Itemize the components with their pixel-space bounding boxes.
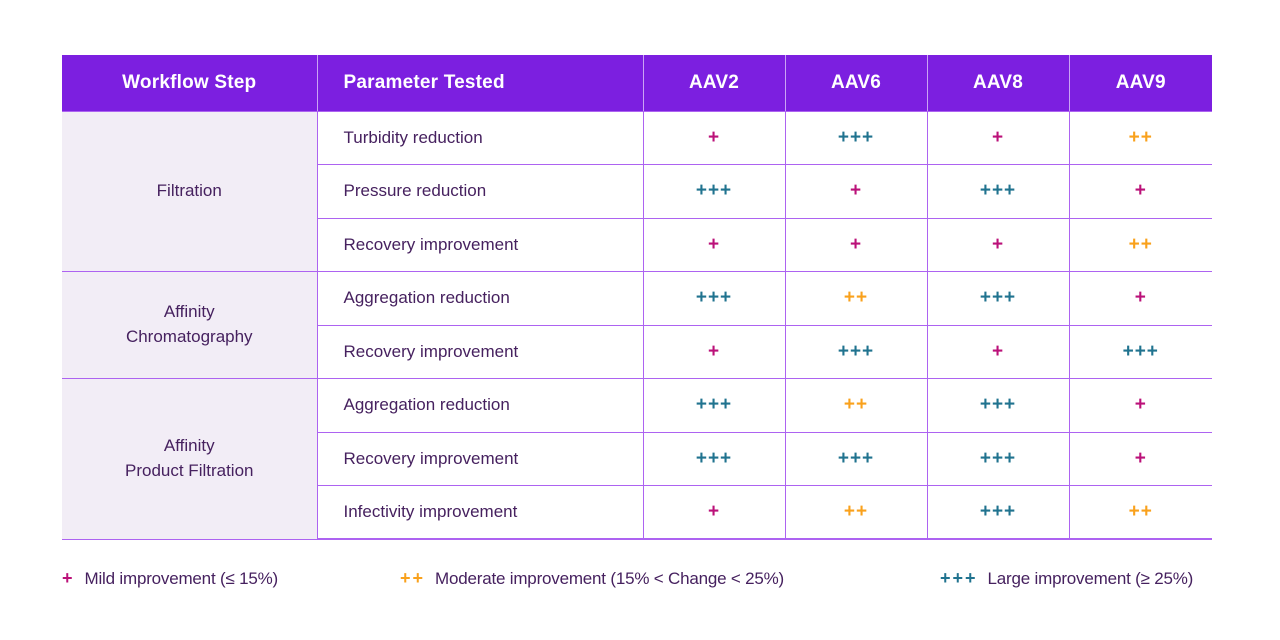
legend-label-mild: Mild improvement (≤ 15%) [84,569,279,588]
col-header-aav2: AAV2 [642,55,786,112]
legend-item-mild: + Mild improvement (≤ 15%) [62,568,278,589]
rating-cell-moderate: ++ [784,271,928,326]
workflow-step-cell: Affinity Chromatography [62,271,318,379]
legend-symbol-large: +++ [940,568,978,588]
rating-cell-moderate: ++ [1068,217,1212,272]
rating-cell-large: +++ [642,378,786,433]
legend-label-moderate: Moderate improvement (15% < Change < 25%… [435,569,785,588]
parameter-cell: Aggregation reduction [316,271,644,326]
legend-symbol-mild: + [62,568,75,588]
legend-item-large: +++ Large improvement (≥ 25%) [940,568,1193,589]
rating-cell-mild: + [642,217,786,272]
rating-cell-large: +++ [784,110,928,165]
table-header: Workflow Step Parameter Tested AAV2 AAV6… [62,55,1212,112]
workflow-step-cell: Affinity Product Filtration [62,378,318,540]
rating-cell-mild: + [1068,164,1212,219]
rating-cell-large: +++ [926,485,1070,540]
parameter-cell: Recovery improvement [316,324,644,379]
rating-cell-large: +++ [642,271,786,326]
rating-cell-moderate: ++ [784,485,928,540]
rating-cell-large: +++ [926,164,1070,219]
rating-cell-mild: + [1068,378,1212,433]
parameter-cell: Recovery improvement [316,431,644,486]
legend-symbol-moderate: ++ [400,568,426,588]
rating-cell-moderate: ++ [1068,110,1212,165]
col-header-workflow-step: Workflow Step [62,55,318,112]
rating-cell-large: +++ [784,324,928,379]
aav-comparison-table: Workflow Step Parameter Tested AAV2 AAV6… [62,55,1212,540]
rating-cell-mild: + [784,164,928,219]
rating-cell-large: +++ [642,431,786,486]
rating-cell-moderate: ++ [784,378,928,433]
parameter-cell: Recovery improvement [316,217,644,272]
rating-cell-mild: + [784,217,928,272]
col-header-aav9: AAV9 [1068,55,1212,112]
rating-cell-mild: + [642,324,786,379]
parameter-cell: Turbidity reduction [316,110,644,165]
rating-cell-large: +++ [642,164,786,219]
rating-cell-large: +++ [1068,324,1212,379]
rating-cell-mild: + [1068,431,1212,486]
legend-item-moderate: ++ Moderate improvement (15% < Change < 2… [400,568,784,589]
rating-cell-moderate: ++ [1068,485,1212,540]
header-row: Workflow Step Parameter Tested AAV2 AAV6… [62,55,1212,112]
workflow-step-cell: Filtration [62,110,318,272]
parameter-cell: Aggregation reduction [316,378,644,433]
rating-cell-mild: + [926,110,1070,165]
rating-cell-mild: + [642,110,786,165]
col-header-aav6: AAV6 [784,55,928,112]
rating-cell-mild: + [1068,271,1212,326]
rating-cell-large: +++ [784,431,928,486]
table-row: Recovery improvement++++++++++ [62,431,1212,486]
table-row: Infectivity improvement++++++++ [62,485,1212,540]
col-header-parameter-tested: Parameter Tested [316,55,644,112]
table-row: Recovery improvement+++++ [62,217,1212,272]
rating-cell-mild: + [926,324,1070,379]
legend: + Mild improvement (≤ 15%) ++ Moderate impr… [0,568,1280,608]
rating-cell-large: +++ [926,378,1070,433]
parameter-cell: Pressure reduction [316,164,644,219]
legend-label-large: Large improvement (≥ 25%) [987,569,1194,588]
rating-cell-large: +++ [926,431,1070,486]
rating-cell-mild: + [642,485,786,540]
table-row: Pressure reduction++++++++ [62,164,1212,219]
col-header-aav8: AAV8 [926,55,1070,112]
rating-cell-mild: + [926,217,1070,272]
parameter-cell: Infectivity improvement [316,485,644,540]
rating-cell-large: +++ [926,271,1070,326]
